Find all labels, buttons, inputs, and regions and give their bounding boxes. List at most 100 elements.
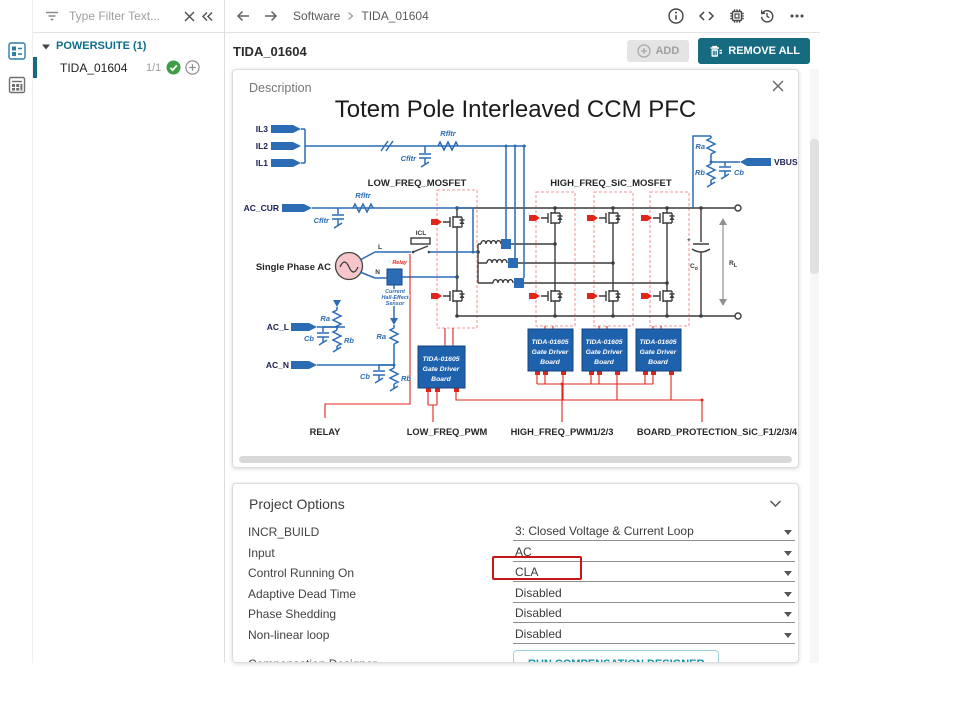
svg-text:Gate Driver: Gate Driver bbox=[532, 349, 569, 356]
left-icon-rail bbox=[0, 0, 33, 663]
forward-icon[interactable] bbox=[262, 8, 279, 24]
svg-text:IL2: IL2 bbox=[256, 141, 269, 151]
selection-indicator bbox=[33, 57, 37, 78]
svg-text:TIDA-01605: TIDA-01605 bbox=[531, 339, 568, 346]
circuit-diagram: TIDA-01605 Gate Driver Board TIDA-01605 … bbox=[244, 124, 798, 437]
option-row-compensation-designer: Compensation Designer RUN COMPENSATION D… bbox=[233, 650, 798, 662]
code-icon[interactable] bbox=[697, 7, 716, 25]
svg-text:AC_CUR: AC_CUR bbox=[244, 203, 279, 213]
svg-text:TIDA-01605: TIDA-01605 bbox=[422, 356, 459, 363]
svg-text:TIDA-01605: TIDA-01605 bbox=[639, 339, 676, 346]
option-value: 3: Closed Voltage & Current Loop bbox=[515, 524, 694, 539]
control-running-on-select[interactable]: CLA bbox=[513, 564, 795, 583]
svg-text:Gate Driver: Gate Driver bbox=[423, 366, 460, 373]
control-network bbox=[324, 215, 704, 422]
dropdown-caret-icon bbox=[784, 612, 792, 618]
svg-text:Board: Board bbox=[540, 359, 560, 366]
svg-text:RL: RL bbox=[729, 260, 738, 269]
history-icon[interactable] bbox=[758, 7, 776, 25]
breadcrumb-chevron-icon bbox=[347, 11, 354, 21]
tree-item-tida-01604[interactable]: TIDA_01604 1/1 bbox=[33, 56, 224, 79]
option-row-adaptive-dead-time: Adaptive Dead Time Disabled bbox=[233, 584, 798, 605]
svg-text:Co: Co bbox=[690, 263, 698, 272]
project-options-header: Project Options bbox=[233, 484, 798, 520]
svg-text:Hall-Effect: Hall-Effect bbox=[381, 295, 409, 301]
tree-group-powersuite[interactable]: POWERSUITE (1) bbox=[33, 36, 224, 56]
filter-icon bbox=[43, 7, 61, 25]
svg-text:Relay: Relay bbox=[392, 260, 408, 266]
svg-text:N: N bbox=[375, 269, 380, 276]
incr-build-select[interactable]: 3: Closed Voltage & Current Loop bbox=[513, 523, 795, 542]
module-title: TIDA_01604 bbox=[233, 43, 307, 59]
svg-text:Rfltr: Rfltr bbox=[440, 129, 456, 138]
svg-text:Current: Current bbox=[385, 289, 406, 295]
breadcrumb-tida-01604[interactable]: TIDA_01604 bbox=[361, 9, 429, 23]
more-icon[interactable] bbox=[788, 7, 806, 25]
option-value: Disabled bbox=[515, 585, 562, 600]
collapse-panel-icon[interactable] bbox=[198, 7, 216, 25]
collapse-section-icon[interactable] bbox=[769, 500, 782, 508]
description-card: Description Totem Pole Interleaved CCM P… bbox=[232, 69, 799, 468]
option-row-incr-build: INCR_BUILD 3: Closed Voltage & Current L… bbox=[233, 522, 798, 543]
option-label: Adaptive Dead Time bbox=[248, 586, 357, 601]
horizontal-scrollbar[interactable] bbox=[239, 456, 792, 463]
add-circle-icon bbox=[637, 44, 652, 58]
option-label: INCR_BUILD bbox=[248, 525, 320, 540]
svg-text:TIDA-01605: TIDA-01605 bbox=[585, 339, 622, 346]
chip-icon[interactable] bbox=[728, 7, 746, 25]
diagram-labels: IL3 IL2 IL1 AC_CUR AC_L AC_N VBUS Rfltr … bbox=[244, 124, 798, 437]
option-label: Non-linear loop bbox=[248, 627, 330, 642]
phase-shedding-select[interactable]: Disabled bbox=[513, 605, 795, 624]
check-icon bbox=[166, 60, 181, 80]
svg-text:IL1: IL1 bbox=[256, 158, 269, 168]
add-button[interactable]: ADD bbox=[627, 40, 690, 62]
option-row-phase-shedding: Phase Shedding Disabled bbox=[233, 604, 798, 625]
breadcrumb-software[interactable]: Software bbox=[293, 9, 341, 23]
adaptive-dead-time-select[interactable]: Disabled bbox=[513, 585, 795, 603]
svg-text:Rb: Rb bbox=[344, 336, 354, 345]
project-options-rows: INCR_BUILD 3: Closed Voltage & Current L… bbox=[233, 520, 798, 662]
trash-icon bbox=[710, 45, 723, 57]
vertical-scrollbar-track[interactable] bbox=[810, 69, 819, 663]
svg-text:Single Phase AC: Single Phase AC bbox=[256, 262, 331, 273]
svg-text:AC_N: AC_N bbox=[266, 360, 289, 370]
register-view-icon[interactable] bbox=[8, 76, 26, 94]
info-icon[interactable] bbox=[667, 7, 685, 25]
svg-text:Ra: Ra bbox=[695, 142, 705, 151]
option-row-input: Input AC bbox=[233, 543, 798, 564]
option-label: Control Running On bbox=[248, 566, 355, 581]
svg-text:AC_L: AC_L bbox=[267, 322, 289, 332]
run-compensation-designer-button[interactable]: RUN COMPENSATION DESIGNER bbox=[513, 650, 720, 662]
add-instance-icon[interactable] bbox=[185, 60, 200, 80]
input-select[interactable]: AC bbox=[513, 544, 795, 562]
svg-text:Sensor: Sensor bbox=[386, 301, 406, 307]
filter-panel: POWERSUITE (1) TIDA_01604 1/1 bbox=[33, 0, 225, 663]
non-linear-loop-select[interactable]: Disabled bbox=[513, 626, 795, 644]
mosfet-enclosures bbox=[436, 189, 690, 329]
sense-network bbox=[271, 125, 771, 392]
svg-text:Board: Board bbox=[648, 359, 668, 366]
module-toolbar: TIDA_01604 ADD REMOVE ALL bbox=[225, 33, 820, 69]
svg-text:Board: Board bbox=[431, 376, 451, 383]
tree-group-label: POWERSUITE (1) bbox=[56, 40, 147, 52]
header-icons bbox=[667, 7, 806, 25]
clear-filter-icon[interactable] bbox=[180, 7, 198, 25]
svg-text:+: + bbox=[687, 237, 691, 244]
back-icon[interactable] bbox=[235, 8, 252, 24]
close-icon[interactable] bbox=[771, 79, 785, 98]
svg-text:BOARD_PROTECTION_SiC_F1/2/3/4: BOARD_PROTECTION_SiC_F1/2/3/4 bbox=[637, 427, 798, 437]
option-value: CLA bbox=[515, 565, 539, 580]
board-view-icon[interactable] bbox=[8, 42, 26, 60]
vertical-scrollbar-thumb[interactable] bbox=[810, 139, 819, 274]
svg-text:Gate Driver: Gate Driver bbox=[586, 349, 623, 356]
filter-input[interactable] bbox=[69, 9, 180, 23]
option-value: Disabled bbox=[515, 626, 562, 641]
gate-driver-boards: TIDA-01605 Gate Driver Board TIDA-01605 … bbox=[417, 328, 682, 389]
tree-item-label: TIDA_01604 bbox=[60, 60, 128, 75]
dropdown-caret-icon bbox=[784, 632, 792, 638]
project-options-card: Project Options INCR_BUILD 3: Closed Vol… bbox=[232, 483, 799, 663]
svg-text:Gate Driver: Gate Driver bbox=[640, 349, 677, 356]
remove-all-button[interactable]: REMOVE ALL bbox=[698, 38, 810, 64]
diagram-title: Totem Pole Interleaved CCM PFC bbox=[334, 96, 697, 123]
project-tree: POWERSUITE (1) TIDA_01604 1/1 bbox=[33, 36, 224, 79]
